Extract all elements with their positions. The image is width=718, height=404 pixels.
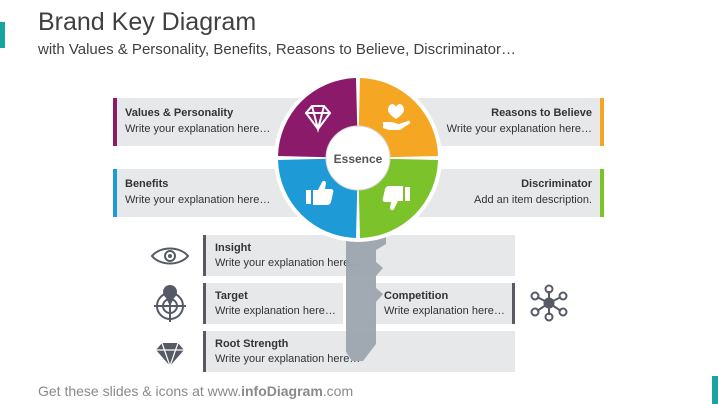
benefits-text: Write your explanation here… — [125, 194, 271, 206]
footer-suffix: .com — [322, 383, 354, 399]
root-strength-text: Write your explanation here… — [215, 353, 361, 365]
benefits-title: Benefits — [125, 178, 169, 190]
footer-brand: infoDiagram — [241, 383, 323, 399]
values-personality-title: Values & Personality — [125, 107, 234, 119]
network-icon — [530, 284, 568, 322]
target-text: Write explanation here… — [215, 305, 336, 317]
root-strength-marker — [203, 331, 206, 372]
reasons-to-believe-text: Write your explanation here… — [446, 123, 592, 135]
benefits-box: Benefits Write your explanation here… — [113, 169, 308, 217]
essence-label: Essence — [333, 152, 383, 166]
eye-icon — [150, 247, 190, 265]
discriminator-text: Add an item description. — [473, 194, 592, 206]
values-personality-box: Values & Personality Write your explanat… — [113, 98, 308, 146]
heart-in-hand-icon — [383, 104, 411, 130]
competition-marker — [512, 283, 515, 324]
key-shaft — [330, 218, 386, 361]
discriminator-box: Discriminator Add an item description. — [410, 169, 604, 217]
corner-accent — [712, 376, 718, 404]
reasons-to-believe-title: Reasons to Believe — [491, 107, 592, 119]
target-box: Target Write explanation here… — [203, 283, 343, 324]
benefits-marker — [113, 169, 117, 217]
insight-marker — [203, 235, 206, 276]
page-subtitle: with Values & Personality, Benefits, Rea… — [38, 41, 516, 58]
essence-circle — [325, 125, 391, 191]
insight-text: Write your explanation here… — [215, 257, 361, 269]
competition-text: Write explanation here… — [384, 305, 505, 317]
target-title: Target — [215, 290, 248, 302]
footer-prefix: Get these slides & icons at www. — [38, 383, 242, 399]
competition-box: Competition Write explanation here… — [372, 283, 515, 324]
thumbs-up-icon — [306, 180, 334, 205]
diamond-icon — [304, 105, 332, 133]
values-personality-text: Write your explanation here… — [125, 123, 271, 135]
footer-credit[interactable]: Get these slides & icons at www.infoDiag… — [38, 383, 353, 399]
page-title: Brand Key Diagram — [38, 8, 257, 36]
discriminator-title: Discriminator — [521, 178, 592, 190]
discriminator-marker — [600, 169, 604, 217]
reasons-to-believe-marker — [600, 98, 604, 146]
thumbs-down-icon — [382, 186, 410, 211]
insight-title: Insight — [215, 242, 252, 254]
root-strength-title: Root Strength — [215, 338, 289, 350]
reasons-to-believe-box: Reasons to Believe Write your explanatio… — [410, 98, 604, 146]
title-accent-bar — [0, 22, 5, 48]
competition-title: Competition — [384, 290, 449, 302]
root-strength-diamond-icon — [156, 343, 184, 366]
values-personality-marker — [113, 98, 117, 146]
target-marker — [203, 283, 206, 324]
